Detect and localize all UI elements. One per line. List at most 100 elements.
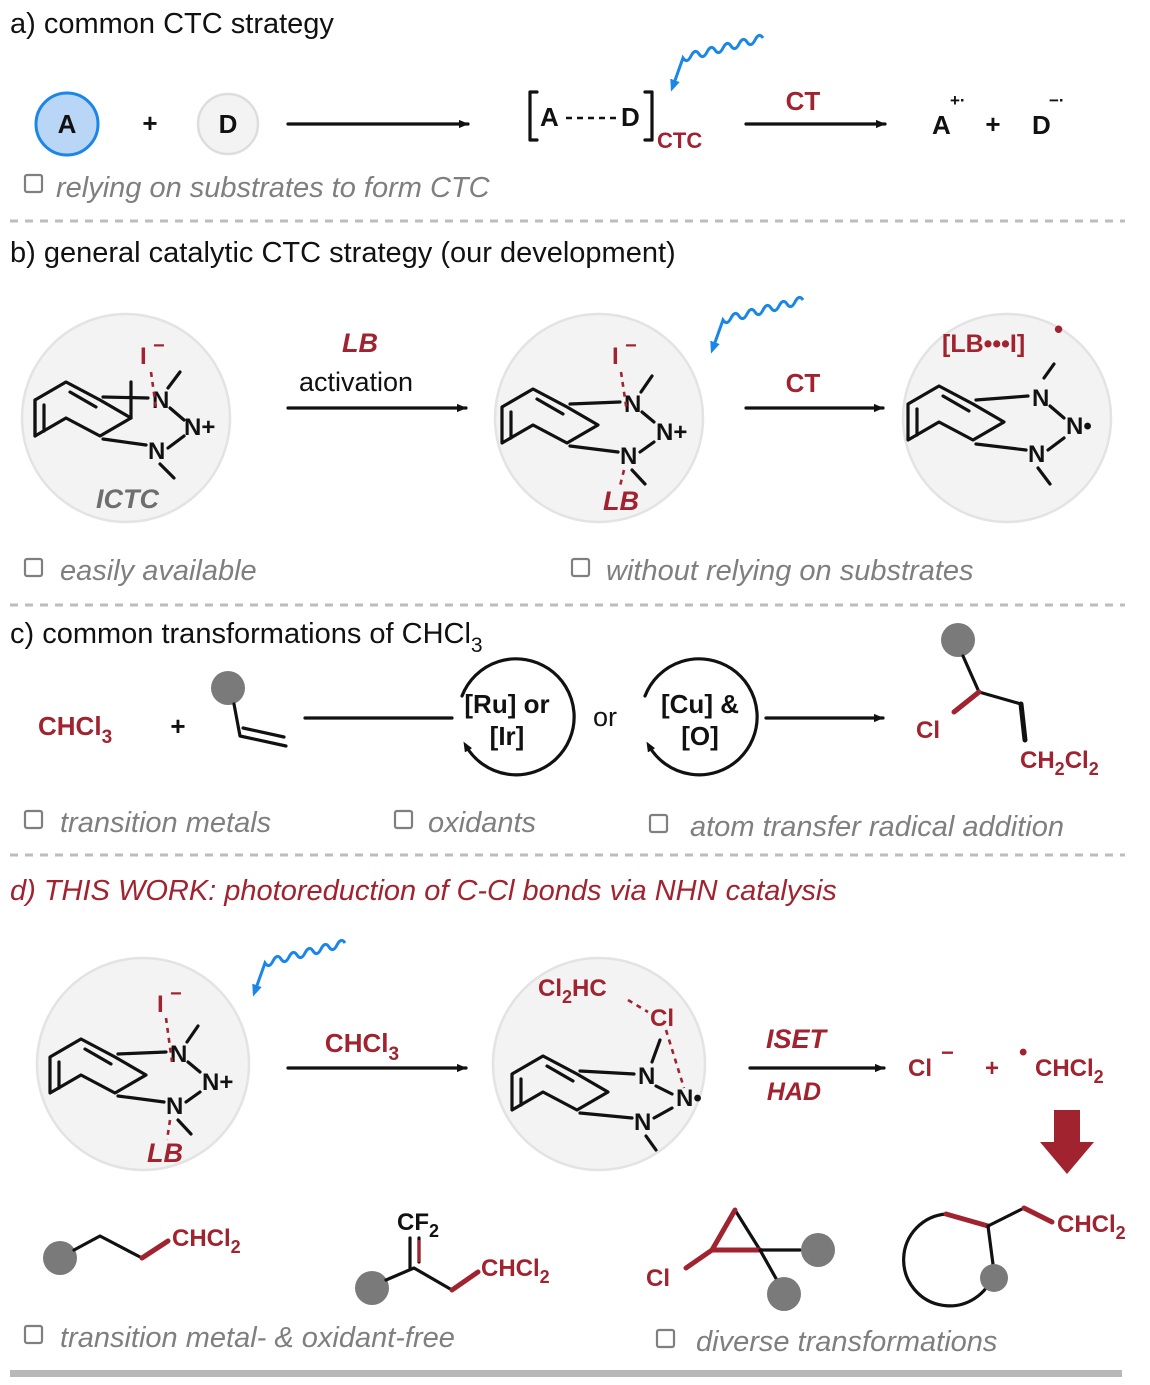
n3-label: N (166, 1093, 183, 1120)
checkbox-icon (23, 173, 44, 194)
radical-bubble: N N N• [LB•••I] • (901, 312, 1113, 524)
panel-c-title: c) common transformations of CHCl3 (10, 618, 483, 657)
lb-label: LB (147, 1138, 183, 1168)
n1-label: N (1032, 385, 1049, 412)
prod2-sub: 2 (540, 1267, 550, 1287)
panel-c-note-2: oxidants (428, 807, 536, 839)
radical-dot: • (1019, 1039, 1027, 1066)
n2-radical: N• (676, 1085, 702, 1112)
donor-label: D (219, 109, 238, 139)
checkbox-icon (23, 1324, 44, 1345)
prod2-cf2-main: CF (397, 1209, 429, 1236)
checkbox-icon (23, 809, 44, 830)
product-a: A (932, 110, 951, 140)
panel-b-title: b) general catalytic CTC strategy (our d… (10, 237, 676, 269)
cat1-line1: [Ru] or (464, 689, 549, 719)
product-cyclopropane: Cl (646, 1207, 835, 1311)
arrow-d1-label: CHCl3 (325, 1028, 399, 1065)
radical-complex: [LB•••I] (942, 330, 1025, 358)
chloride: Cl (908, 1055, 932, 1082)
radical-chcl2-sub: 2 (1094, 1067, 1104, 1087)
ch2cl2-sub2: 2 (1089, 759, 1099, 779)
checkbox-icon (570, 557, 591, 578)
panel-b-note-left: easily available (60, 555, 257, 587)
checkbox-icon (23, 557, 44, 578)
catalytic-cycle-cu: [Cu] & [O] (643, 657, 759, 777)
down-arrow-icon (1040, 1110, 1094, 1174)
panel-a-note: relying on substrates to form CTC (56, 172, 491, 204)
prod1-main: CHCl (172, 1225, 231, 1252)
n1-label: N (170, 1041, 187, 1068)
iodide-label: I (140, 343, 147, 370)
cl2hc-sub: 2 (562, 987, 572, 1007)
radical-chcl2-main: CHCl (1035, 1055, 1094, 1082)
light-wave-icon (255, 940, 345, 991)
panel-a: a) common CTC strategy A + D A D CTC CT … (10, 8, 1065, 204)
prod4-chcl2: CHCl2 (1057, 1211, 1126, 1243)
cl2hc-label: Cl2HC (538, 975, 607, 1007)
arrow-b1-bottom: activation (299, 367, 413, 397)
arrow-d2-top: ISET (766, 1024, 829, 1054)
cat2-line2: [O] (681, 721, 719, 751)
ictc-bubble: N N N+ I − ICTC (20, 312, 232, 524)
product-d: D (1032, 110, 1051, 140)
acceptor-label: A (58, 109, 77, 139)
ch2cl2-cl: Cl (1065, 747, 1089, 774)
activated-bubble: N N N+ I − LB (493, 312, 705, 524)
plus-sign: + (170, 711, 185, 741)
arrow-d2-bottom: HAD (767, 1078, 821, 1106)
n1-label: N (624, 391, 641, 418)
or-label: or (593, 702, 617, 732)
cl-label: Cl (650, 1005, 674, 1032)
n1-label: N (638, 1063, 655, 1090)
panel-b-note-right: without relying on substrates (606, 555, 974, 587)
cl2hc-hc: HC (572, 975, 607, 1002)
product-ring: CHCl2 (902, 1205, 1126, 1308)
n2-radical: N• (1066, 413, 1092, 440)
product-d-charge: −· (1049, 91, 1065, 110)
panel-c-title-sub: 3 (471, 634, 483, 657)
panel-c-title-main: c) common transformations of CHCl (10, 618, 471, 650)
n2-label: N+ (202, 1069, 233, 1096)
iodide-label: I (157, 991, 164, 1018)
prod4-main: CHCl (1057, 1211, 1116, 1238)
product-alkyl: CHCl2 (43, 1225, 241, 1275)
panel-b: b) general catalytic CTC strategy (our d… (10, 237, 1113, 587)
lb-label: LB (603, 486, 639, 516)
alkene-substrate (211, 671, 288, 748)
iodide-label: I (612, 343, 619, 370)
prod4-sub: 2 (1116, 1223, 1126, 1243)
arrow-b1-top: LB (342, 328, 378, 358)
chcl3-sub: 3 (102, 727, 113, 748)
acceptor-circle: A (34, 91, 100, 157)
panel-d-title: d) THIS WORK: photoreduction of C-Cl bon… (10, 875, 837, 907)
panel-c-note-1: transition metals (60, 807, 271, 839)
product-a-charge: +· (950, 91, 966, 110)
panel-d-note-left: transition metal- & oxidant-free (60, 1322, 455, 1354)
product-ch2cl2: CH2Cl2 (1020, 747, 1099, 779)
prod2-chcl2: CHCl2 (481, 1255, 550, 1287)
chcl3-reagent: CHCl3 (38, 711, 112, 748)
ch2cl2-ch: CH (1020, 747, 1055, 774)
iodide-charge: − (625, 335, 637, 357)
product-difluoroalkene: CF2 CHCl2 (355, 1209, 550, 1305)
n3-label: N (634, 1109, 651, 1136)
checkbox-icon (648, 813, 669, 834)
ch2cl2-sub1: 2 (1055, 759, 1065, 779)
iodide-charge: − (153, 335, 165, 357)
n2-label: N+ (184, 414, 215, 441)
panel-d: d) THIS WORK: photoreduction of C-Cl bon… (10, 875, 1126, 1358)
donor-circle: D (196, 92, 260, 156)
radical-complex-dot: • (1054, 314, 1063, 344)
plus-sign: + (985, 1055, 999, 1082)
panel-c-note-3: atom transfer radical addition (690, 811, 1064, 843)
arrow-d1-sub: 3 (388, 1044, 399, 1065)
chcl3-main: CHCl (38, 711, 102, 741)
product-plus: + (985, 109, 1000, 139)
atra-product: Cl CH2Cl2 (916, 623, 1099, 779)
prod1-chcl2: CHCl2 (172, 1225, 241, 1257)
ctc-complex: A D CTC (528, 90, 702, 153)
prod2-cf2: CF2 (397, 1209, 439, 1241)
catalyst-bubble: N N N+ I − LB (35, 956, 251, 1172)
